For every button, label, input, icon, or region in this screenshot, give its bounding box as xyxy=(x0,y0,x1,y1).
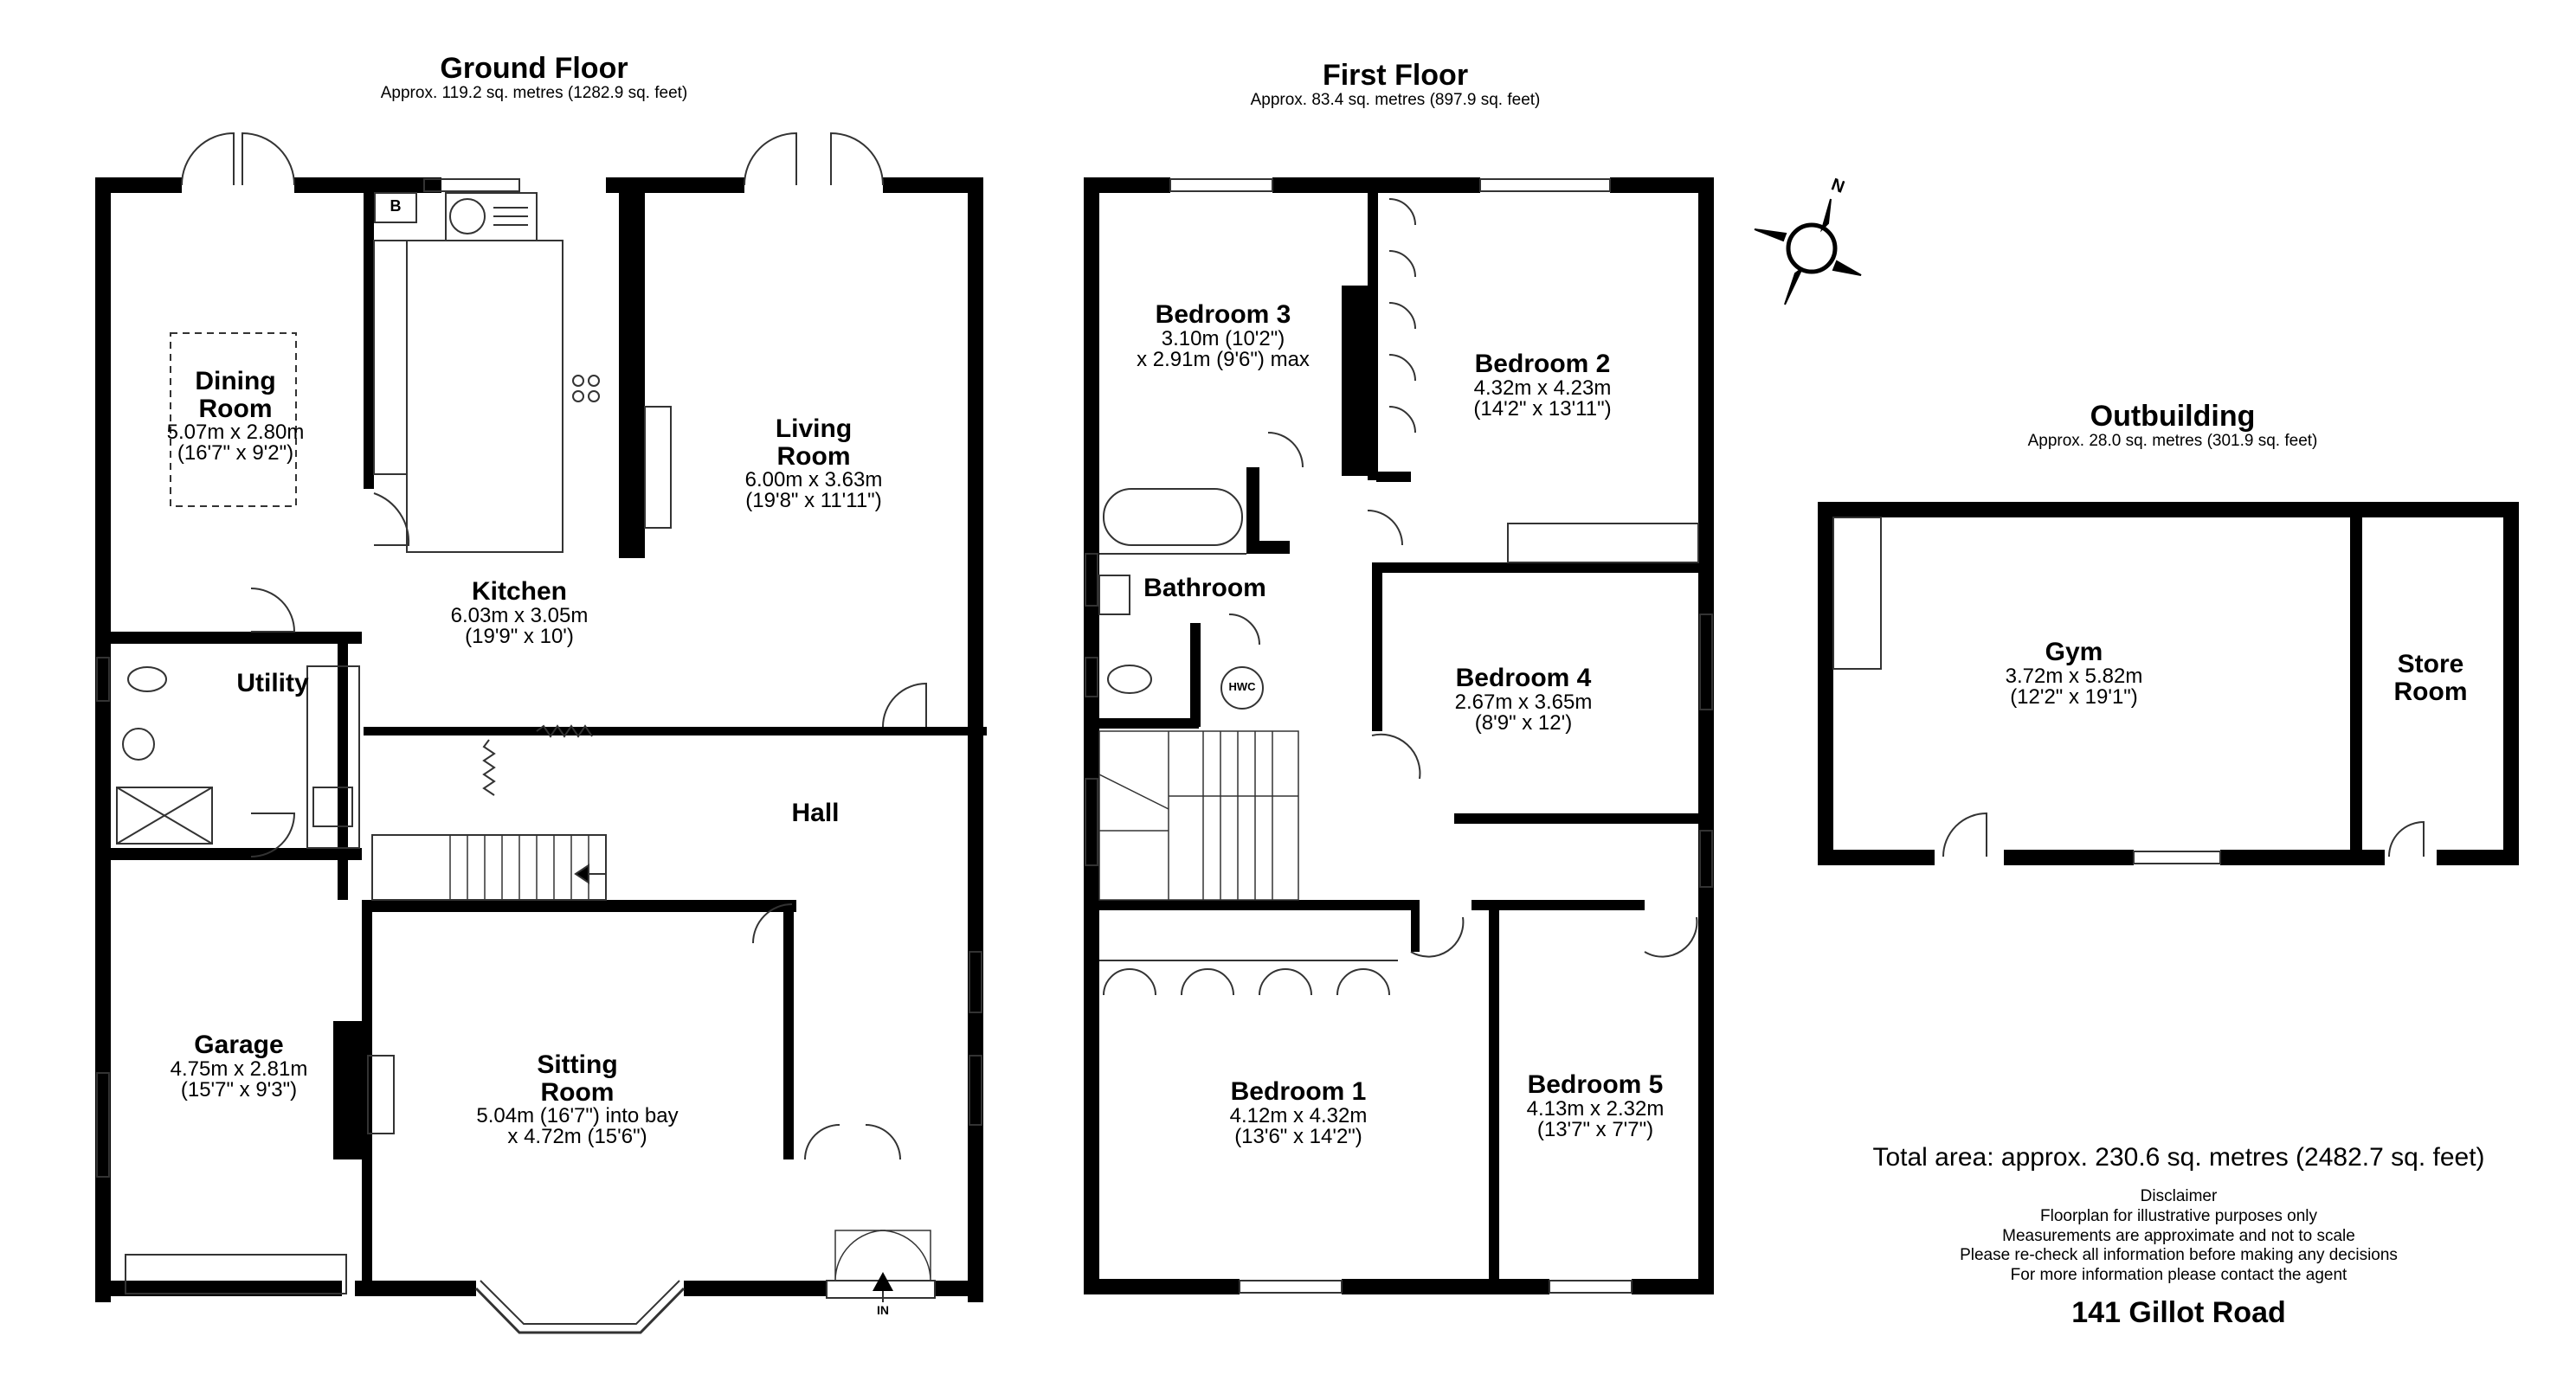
ground-floor-heading: Ground Floor Approx. 119.2 sq. metres (1… xyxy=(380,52,688,102)
outbuilding-plan xyxy=(1818,502,2519,865)
outbuilding-area: Approx. 28.0 sq. metres (301.9 sq. feet) xyxy=(2027,431,2318,450)
room-name: Utility xyxy=(236,669,309,697)
room-dimensions-metric: 5.07m x 2.80m xyxy=(166,421,305,444)
first-floor-area: Approx. 83.4 sq. metres (897.9 sq. feet) xyxy=(1250,90,1541,109)
room-dimensions-imperial: (13'7" x 7'7") xyxy=(1536,1117,1654,1141)
room-bedroom-5: Bedroom 5 4.13m x 2.32m (13'7" x 7'7") xyxy=(1527,1071,1665,1140)
room-dimensions-imperial: (13'6" x 14'2") xyxy=(1234,1124,1362,1148)
room-living: Living Room 6.00m x 3.63m (19'8" x 11'11… xyxy=(745,415,883,511)
room-dimensions-imperial: (14'2" x 13'11") xyxy=(1473,396,1612,421)
hot-water-cylinder-tag: HWC xyxy=(1228,680,1256,693)
room-name: Bedroom 5 xyxy=(1527,1070,1664,1099)
room-name: Kitchen xyxy=(471,577,567,606)
room-dimensions-imperial: (19'9" x 10') xyxy=(465,624,574,648)
room-name: Garage xyxy=(194,1031,284,1059)
outbuilding-title: Outbuilding xyxy=(2090,400,2256,433)
room-utility: Utility xyxy=(236,670,308,697)
disclaimer-line: Measurements are approximate and not to … xyxy=(2002,1226,2355,1245)
boiler-icon xyxy=(374,192,417,223)
room-kitchen: Kitchen 6.03m x 3.05m (19'9" x 10') xyxy=(451,578,589,647)
room-sitting: Sitting Room 5.04m (16'7") into bay x 4.… xyxy=(476,1051,678,1147)
entrance-arrow-icon xyxy=(873,1272,893,1291)
room-bedroom-2: Bedroom 2 4.32m x 4.23m (14'2" x 13'11") xyxy=(1473,350,1611,420)
first-floor-heading: First Floor Approx. 83.4 sq. metres (897… xyxy=(1250,59,1541,109)
room-name: Room xyxy=(540,1077,615,1107)
room-store: Store Room xyxy=(2394,651,2468,705)
room-name: Bedroom 1 xyxy=(1230,1077,1367,1106)
room-dimensions-imperial: (8'9" x 12') xyxy=(1474,710,1573,735)
disclaimer-line: Floorplan for illustrative purposes only xyxy=(2040,1206,2317,1225)
room-name: Room xyxy=(776,441,851,471)
entrance-tag: IN xyxy=(877,1303,889,1317)
room-name: Gym xyxy=(2045,638,2103,666)
first-floor-title: First Floor xyxy=(1322,59,1469,92)
room-garage: Garage 4.75m x 2.81m (15'7" x 9'3") xyxy=(171,1031,308,1101)
room-name: Bedroom 4 xyxy=(1455,664,1592,692)
first-floor-plan xyxy=(1084,177,1714,1294)
total-area: Total area: approx. 230.6 sq. metres (24… xyxy=(1872,1143,2485,1172)
ground-floor-plan xyxy=(95,132,987,1334)
boiler-tag: B xyxy=(390,197,402,215)
ground-floor-area: Approx. 119.2 sq. metres (1282.9 sq. fee… xyxy=(380,83,688,102)
room-bedroom-3: Bedroom 3 3.10m (10'2") x 2.91m (9'6") m… xyxy=(1137,301,1310,370)
room-name: Room xyxy=(2393,677,2468,706)
room-name: Room xyxy=(198,394,273,423)
room-dimensions-imperial: (19'8" x 11'11") xyxy=(745,489,882,512)
room-dimensions-imperial: (15'7" x 9'3") xyxy=(180,1077,298,1102)
room-dimensions-metric: 2.67m x 3.65m xyxy=(1454,690,1593,714)
room-bedroom-4: Bedroom 4 2.67m x 3.65m (8'9" x 12') xyxy=(1455,665,1593,734)
room-dimensions-imperial: x 4.72m (15'6") xyxy=(507,1125,647,1148)
room-dimensions-imperial: (12'2" x 19'1") xyxy=(2010,684,2138,709)
room-dimensions-metric: 6.03m x 3.05m xyxy=(450,603,589,627)
room-dimensions-metric: 3.10m (10'2") xyxy=(1161,326,1285,350)
room-hall: Hall xyxy=(791,800,839,827)
room-dimensions-metric: 6.00m x 3.63m xyxy=(744,468,883,491)
room-name: Store xyxy=(2397,650,2464,678)
ground-floor-title: Ground Floor xyxy=(440,52,628,85)
property-address: 141 Gillot Road xyxy=(2071,1296,2286,1329)
room-dimensions-metric: 4.75m x 2.81m xyxy=(170,1057,308,1081)
room-name: Living xyxy=(775,414,853,443)
disclaimer-line: Please re-check all information before m… xyxy=(1960,1246,2398,1265)
room-dimensions-metric: 4.12m x 4.32m xyxy=(1229,1103,1368,1127)
disclaimer-heading: Disclaimer xyxy=(2140,1187,2218,1205)
disclaimer-block: Disclaimer Floorplan for illustrative pu… xyxy=(1960,1187,2398,1286)
room-dimensions-metric: 3.72m x 5.82m xyxy=(2005,664,2143,688)
room-dining: Dining Room 5.07m x 2.80m (16'7" x 9'2") xyxy=(167,368,305,464)
room-name: Bathroom xyxy=(1143,574,1266,602)
room-name: Sitting xyxy=(537,1050,618,1079)
room-bedroom-1: Bedroom 1 4.12m x 4.32m (13'6" x 14'2") xyxy=(1230,1078,1368,1147)
outbuilding-heading: Outbuilding Approx. 28.0 sq. metres (301… xyxy=(2028,401,2318,450)
room-dimensions-metric: 4.32m x 4.23m xyxy=(1473,376,1612,400)
room-dimensions-metric: 4.13m x 2.32m xyxy=(1526,1096,1665,1121)
room-name: Bedroom 2 xyxy=(1474,350,1611,378)
room-name: Hall xyxy=(791,799,840,827)
room-name: Bedroom 3 xyxy=(1155,300,1291,329)
room-dimensions-imperial: (16'7" x 9'2") xyxy=(177,441,294,465)
room-bathroom: Bathroom xyxy=(1143,575,1266,602)
room-dimensions-metric: 5.04m (16'7") into bay xyxy=(476,1104,679,1127)
compass-icon xyxy=(1754,198,1862,305)
room-dimensions-imperial: x 2.91m (9'6") max xyxy=(1137,347,1310,371)
room-gym: Gym 3.72m x 5.82m (12'2" x 19'1") xyxy=(2006,639,2143,708)
room-name: Dining xyxy=(195,367,276,395)
disclaimer-line: For more information please contact the … xyxy=(2010,1266,2347,1285)
